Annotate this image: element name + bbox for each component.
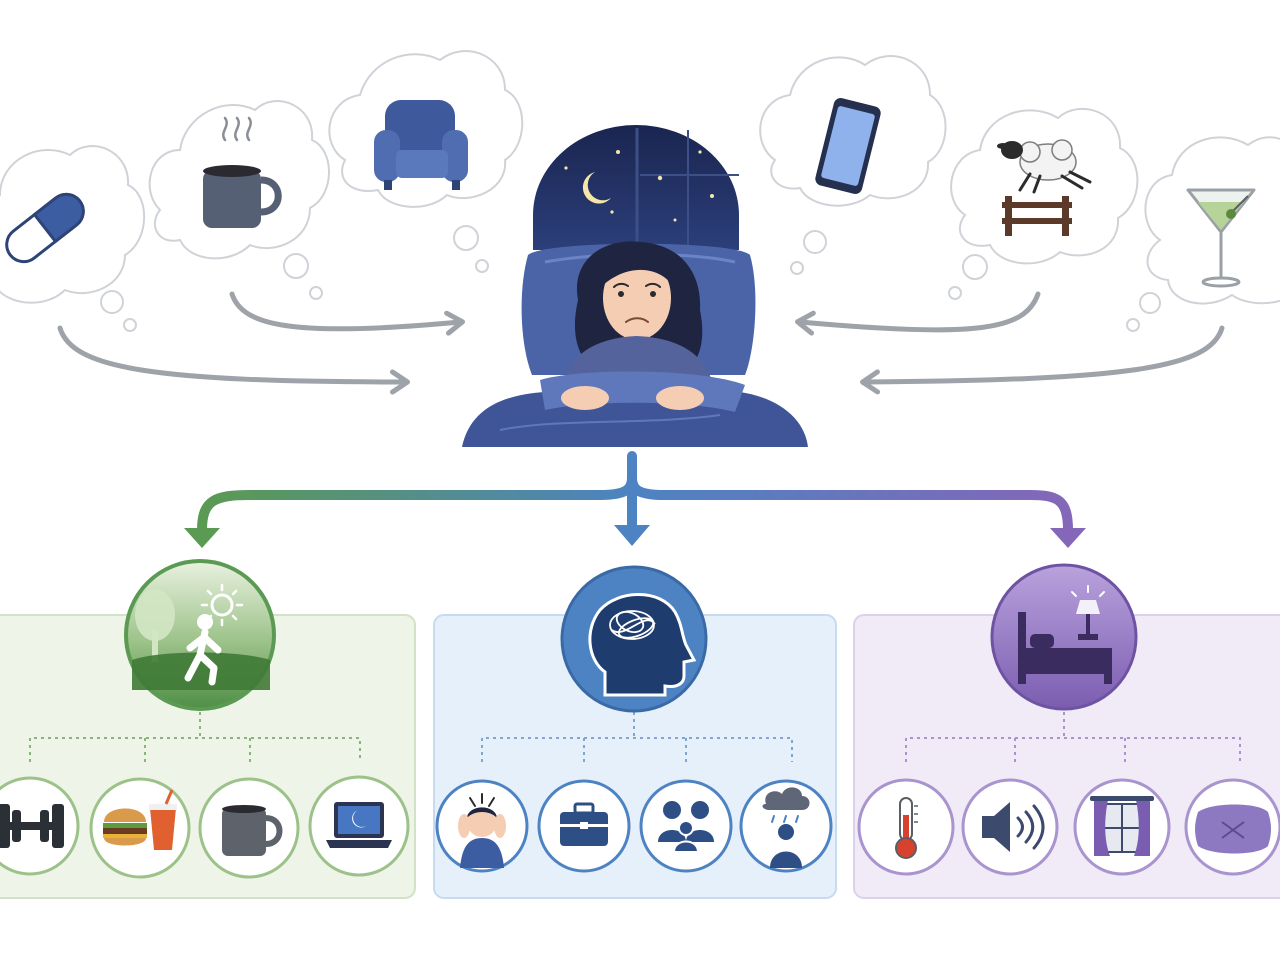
arrow-from-cocktail [860,325,1225,395]
dotted-connectors [29,712,1241,762]
sheep-thought-cloud [948,107,1139,300]
lifestyle-items [0,775,410,879]
martini-icon [1186,188,1256,288]
head-tangled-thoughts-icon [560,565,708,713]
fast-food-icon [89,777,191,879]
environment-items [857,778,1280,876]
laptop-night-icon [308,775,410,877]
psychological-items [435,779,833,873]
briefcase-icon [537,779,631,873]
fence [1002,196,1072,236]
sleepless-woman-in-bed-icon [462,125,808,447]
window-curtains-icon [1073,778,1171,876]
inbound-arrows [57,291,1225,395]
speaker-noise-icon [961,778,1059,876]
coffee-mug-icon [198,777,300,879]
pillow-icon [1184,778,1280,876]
family-icon [639,779,733,873]
thermometer-icon [857,778,955,876]
arrowhead-lifestyle [184,528,220,548]
rain-cloud-person-icon [739,779,833,873]
walking-outdoors-icon [124,559,276,711]
pill-icon [5,192,85,264]
arrow-from-sheep [795,291,1041,336]
arrow-from-coffee [229,291,465,336]
stressed-person-icon [435,779,529,873]
steaming-coffee-icon [203,116,282,228]
arrowhead-psychological [614,525,650,546]
bedroom-icon [990,563,1138,711]
sheep-jumping-fence-icon [997,139,1092,236]
branch-arrows [197,451,1073,535]
moon-and-stars-icon [533,125,739,250]
armchair-icon [374,100,468,190]
smartphone-icon [815,98,881,194]
arrowhead-environment [1050,528,1086,548]
dumbbell-icon [0,776,80,876]
sheep [997,139,1092,194]
cocktail-thought-cloud [1126,136,1280,332]
arrow-from-pill [57,325,410,395]
